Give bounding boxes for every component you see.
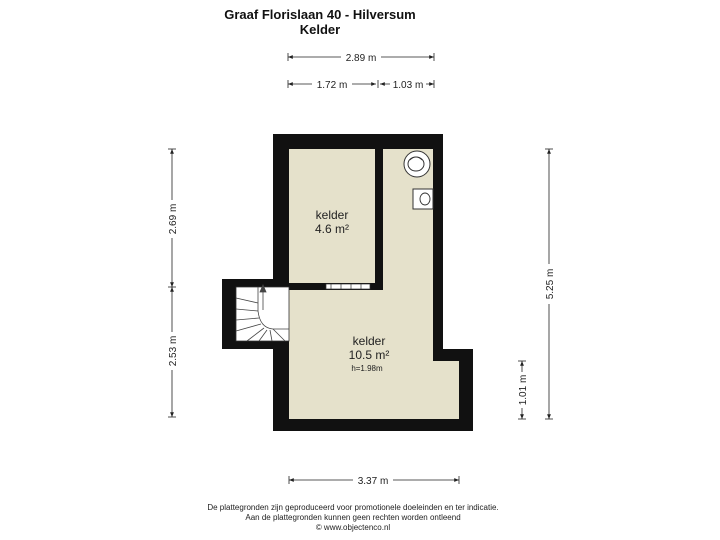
sink-icon bbox=[412, 188, 434, 210]
room-area-main: 10.5 m² bbox=[349, 348, 390, 362]
footer-copyright: © www.objectenco.nl bbox=[315, 523, 391, 532]
room-name-main: kelder bbox=[353, 334, 386, 348]
room-name-upper: kelder bbox=[316, 208, 349, 222]
stair-arrow-icon bbox=[259, 283, 267, 293]
staircase bbox=[235, 283, 289, 342]
dim-left-lower: 2.53 m bbox=[168, 336, 179, 367]
stair-area bbox=[235, 286, 290, 342]
dim-bottom: 3.37 m bbox=[358, 476, 389, 487]
footer-disclaimer-line1: De plattegronden zijn geproduceerd voor … bbox=[207, 503, 499, 512]
room-floor-upper bbox=[289, 149, 375, 286]
room-height-main: h=1.98m bbox=[351, 364, 383, 373]
room-area-upper: 4.6 m² bbox=[315, 222, 349, 236]
dim-right-total: 5.25 m bbox=[545, 269, 556, 300]
doorway[interactable] bbox=[325, 283, 371, 290]
dim-left-upper: 2.69 m bbox=[168, 204, 179, 235]
divider-wall bbox=[375, 149, 383, 286]
plan-address-title: Graaf Florislaan 40 - Hilversum bbox=[224, 7, 416, 22]
dim-top-total: 2.89 m bbox=[346, 53, 377, 64]
room-floor-main bbox=[289, 149, 459, 419]
toilet-icon bbox=[403, 150, 431, 178]
footer-disclaimer-line2: Aan de plattegronden kunnen geen rechten… bbox=[245, 513, 461, 522]
dim-right-small: 1.01 m bbox=[518, 375, 529, 406]
dim-top-left: 1.72 m bbox=[317, 80, 348, 91]
plan-floor-title: Kelder bbox=[299, 22, 341, 37]
dim-top-right: 1.03 m bbox=[393, 80, 424, 91]
